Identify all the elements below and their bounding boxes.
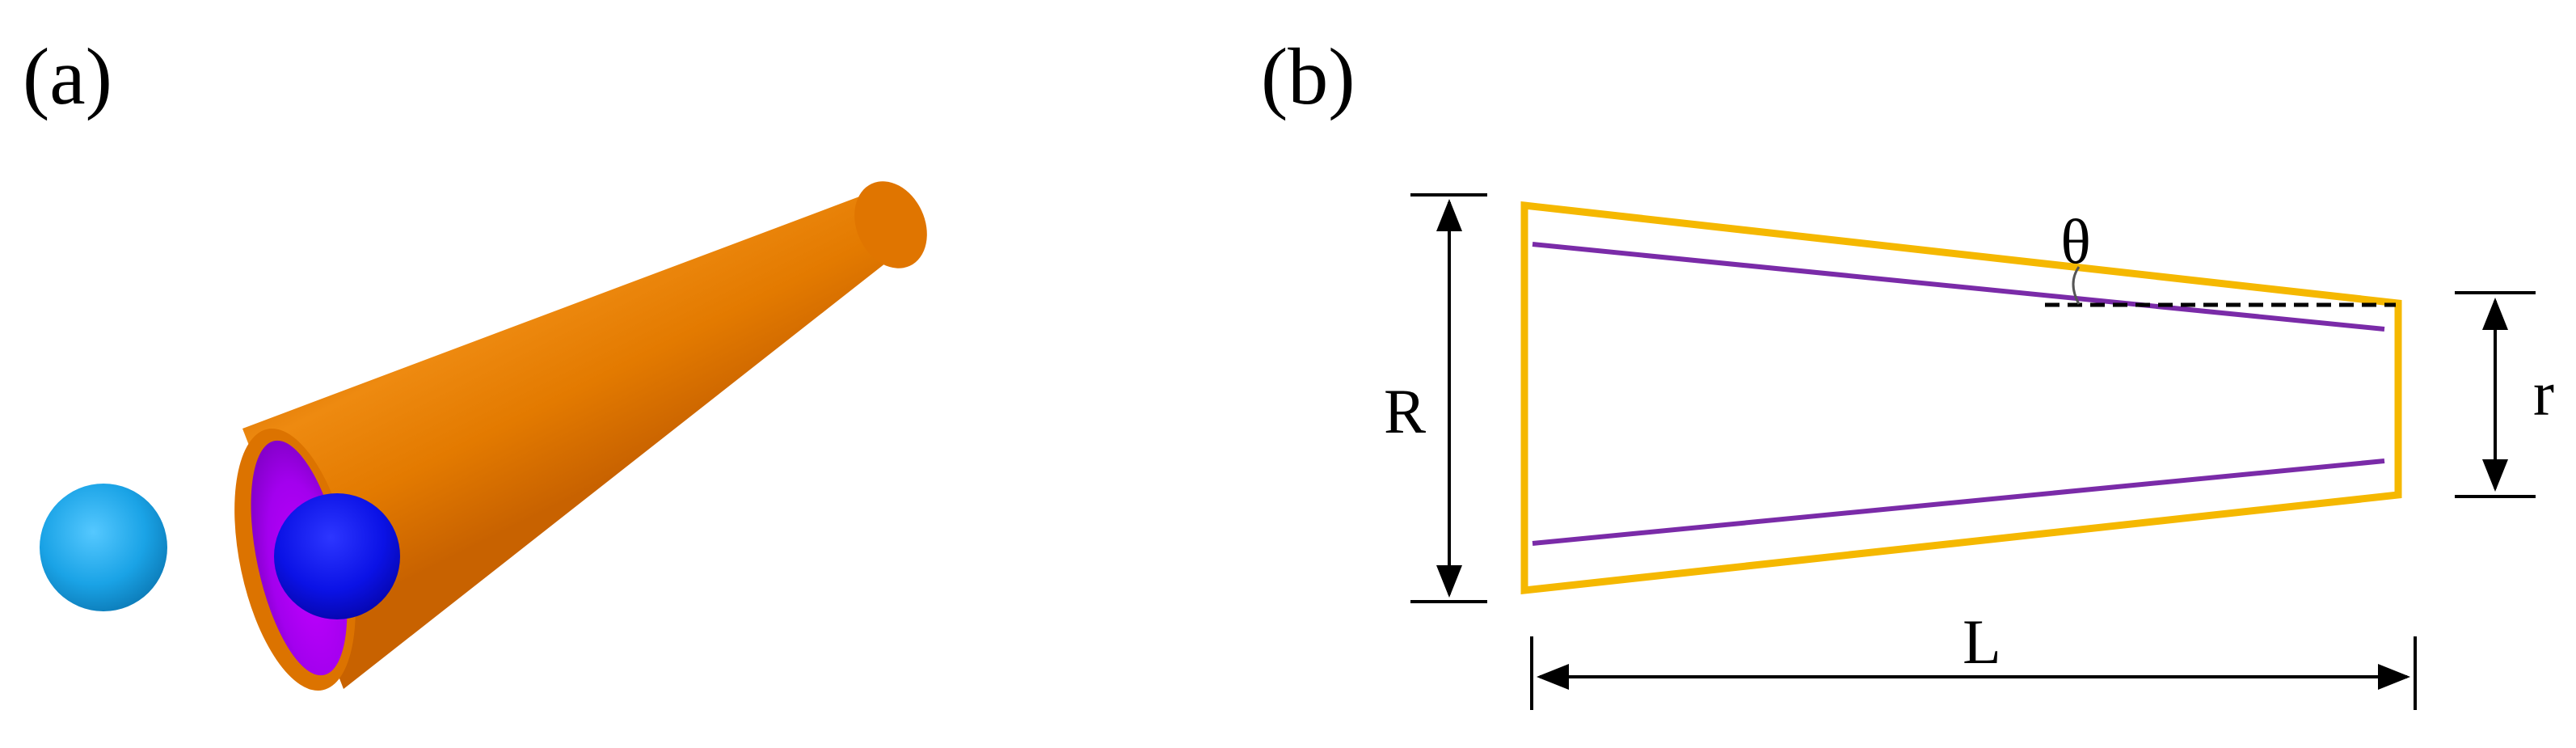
inner-sphere [274,493,400,619]
cone-outline-outer [1520,201,2402,595]
dimension-L-label: L [1963,606,2001,677]
dimension-r: r [2455,291,2554,498]
outer-sphere [40,484,167,611]
panel-b: (b) θ R r L [1261,32,2554,710]
dimension-L: L [1530,606,2417,710]
inner-lining-bottom [1532,459,2385,546]
dimension-R: R [1384,193,1487,603]
angle-arc [2072,266,2081,305]
panel-a: (a) [23,32,927,691]
panel-a-label: (a) [23,32,112,121]
cone-3d [234,181,927,691]
dimension-r-label: r [2533,358,2554,429]
cone-body [242,188,912,689]
angle-label: θ [2060,206,2090,277]
cone-far-end [854,181,927,268]
dimension-R-label: R [1384,376,1426,446]
inner-lining-top [1532,242,2385,332]
panel-b-label: (b) [1261,32,1355,121]
